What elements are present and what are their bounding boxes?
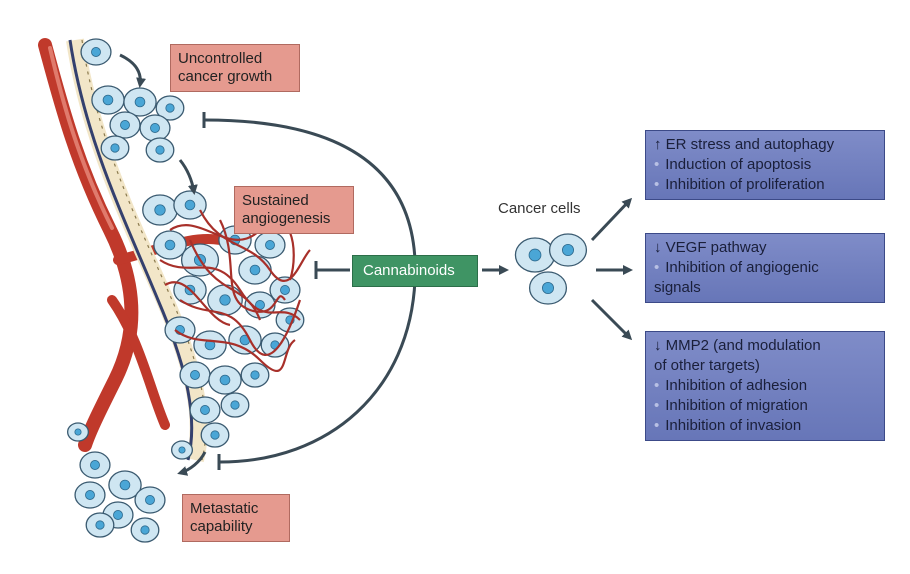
cell-nucleus xyxy=(190,370,200,380)
effect-line: Inhibition of proliferation xyxy=(654,175,876,195)
effect-box-er-stress: ↑ ER stress and autophagyInduction of ap… xyxy=(645,130,885,200)
cell-nucleus xyxy=(150,123,160,133)
cell-nucleus xyxy=(184,199,196,211)
effect-arrows xyxy=(590,197,633,341)
cell-nucleus xyxy=(219,294,231,306)
cell-nucleus xyxy=(90,460,100,470)
inhibition-arcs xyxy=(202,112,417,470)
cell-nucleus xyxy=(210,430,220,440)
cell-nucleus xyxy=(74,428,82,436)
effect-line: Induction of apoptosis xyxy=(654,155,876,175)
angiogenesis-line-2: angiogenesis xyxy=(242,210,331,227)
cell-nucleus xyxy=(219,374,231,386)
cell-nucleus xyxy=(230,400,240,410)
cell-nucleus xyxy=(165,103,175,113)
cell-nucleus xyxy=(91,47,101,57)
metastatic-line-2: capability xyxy=(190,518,253,535)
cell-nucleus xyxy=(542,281,555,294)
cell-nucleus xyxy=(113,510,123,520)
cannabinoids-label: Cannabinoids xyxy=(352,255,478,287)
effect-line: Inhibition of invasion xyxy=(654,416,876,436)
cell-nucleus xyxy=(110,143,120,153)
cell-nucleus xyxy=(178,446,186,454)
cell-nucleus xyxy=(140,525,150,535)
cell-nucleus xyxy=(119,479,131,491)
cell-nucleus xyxy=(528,248,542,262)
effect-line: ↓ VEGF pathway xyxy=(654,239,767,256)
effect-line: Inhibition of migration xyxy=(654,396,876,416)
cell-nucleus xyxy=(250,370,260,380)
effect-line: ↑ ER stress and autophagy xyxy=(654,136,835,153)
effect-line: ↓ MMP2 (and modulation xyxy=(654,337,821,354)
effect-line: of other targets) xyxy=(654,357,760,374)
uncontrolled-line-2: cancer growth xyxy=(178,68,273,85)
effect-box-vegf: ↓ VEGF pathwayInhibition of angiogenicsi… xyxy=(645,233,885,303)
cell-nucleus xyxy=(249,264,261,276)
cell-nucleus xyxy=(155,145,165,155)
cancer-cells-label: Cancer cells xyxy=(498,200,581,217)
uncontrolled-growth-label: Uncontrolled cancer growth xyxy=(170,44,300,92)
blood-vessel xyxy=(38,38,225,452)
progression-arrows xyxy=(119,53,207,476)
cell-nucleus xyxy=(145,495,155,505)
tumour-cell-cluster xyxy=(67,38,588,543)
angiogenic-vessels xyxy=(159,209,311,373)
cell-nucleus xyxy=(134,96,146,108)
metastatic-label: Metastatic capability xyxy=(182,494,290,542)
angiogenesis-label: Sustained angiogenesis xyxy=(234,186,354,234)
cell-nucleus xyxy=(200,405,210,415)
uncontrolled-line-1: Uncontrolled xyxy=(178,50,263,67)
cell-nucleus xyxy=(280,285,290,295)
effect-line: Inhibition of angiogenic xyxy=(654,258,876,278)
cell-nucleus xyxy=(95,520,105,530)
cell-nucleus xyxy=(154,204,166,216)
metastatic-line-1: Metastatic xyxy=(190,500,259,517)
cell-nucleus xyxy=(102,94,114,106)
effect-line: signals xyxy=(654,279,701,296)
angiogenesis-line-1: Sustained xyxy=(242,192,309,209)
cell-nucleus xyxy=(164,239,176,251)
cell-nucleus xyxy=(120,120,130,130)
cell-nucleus xyxy=(85,490,95,500)
effect-box-mmp2: ↓ MMP2 (and modulation of other targets) I… xyxy=(645,331,885,441)
effect-line: Inhibition of adhesion xyxy=(654,376,876,396)
cell-nucleus xyxy=(265,240,275,250)
cell-nucleus xyxy=(562,243,575,256)
